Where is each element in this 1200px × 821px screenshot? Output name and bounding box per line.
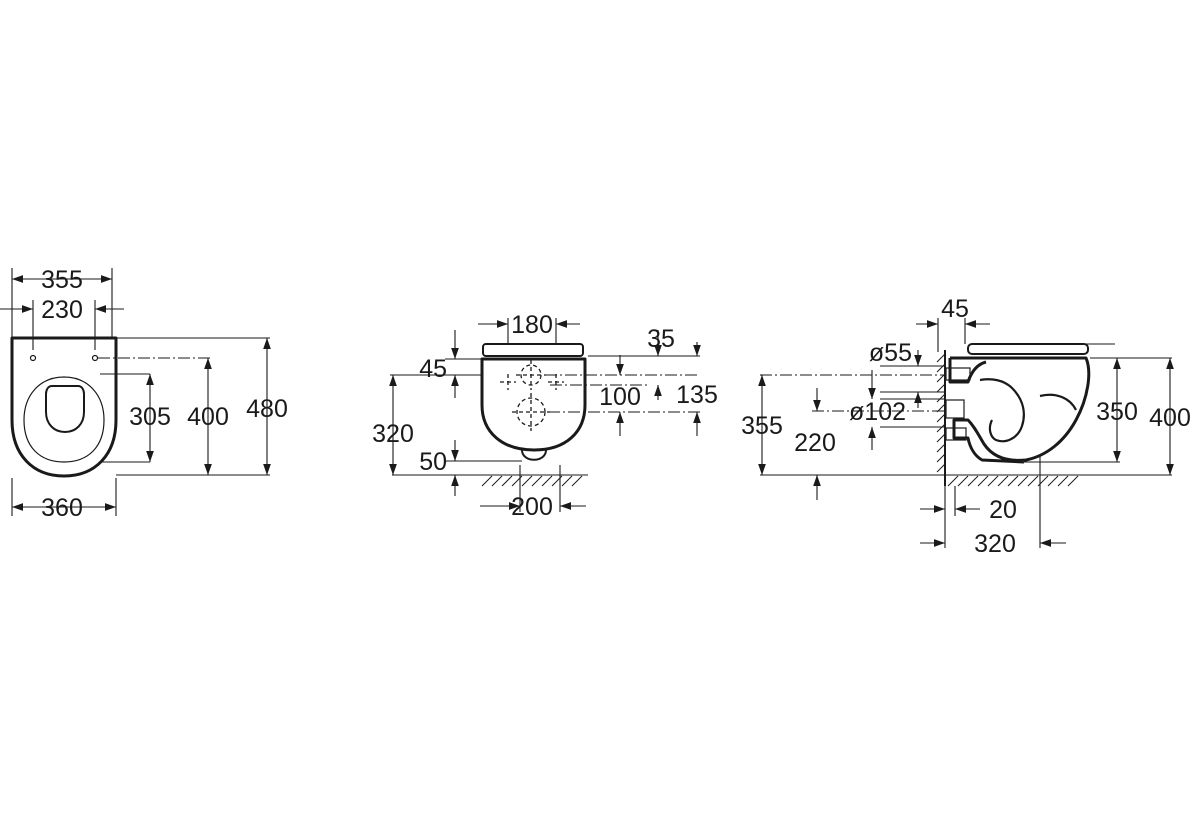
dim-front-135: 135 — [676, 381, 718, 409]
dim-side-400: 400 — [1149, 404, 1191, 432]
top-view-bowl-outline — [10, 336, 118, 478]
dim-front-180: 180 — [511, 311, 553, 339]
side-view-bowl-outline — [948, 356, 1091, 464]
fixing-hole-left — [29, 354, 37, 362]
front-view-outlet — [521, 449, 547, 461]
side-view-bracket — [945, 427, 967, 441]
dim-side-320: 320 — [974, 530, 1016, 558]
front-view-fixing-right — [548, 374, 564, 390]
front-view-bowl-outline — [480, 357, 587, 452]
top-view-bowl-opening — [45, 385, 85, 433]
top-view-inner-rim — [23, 376, 105, 463]
side-view-trap — [979, 378, 1077, 443]
dim-front-100: 100 — [599, 383, 641, 411]
dim-side-dia55: ø55 — [869, 339, 912, 367]
fixing-hole-right — [91, 354, 99, 362]
dim-top-width-355: 355 — [41, 266, 83, 294]
dim-side-45: 45 — [941, 295, 969, 323]
dim-side-355: 355 — [741, 412, 783, 440]
dim-side-350: 350 — [1096, 398, 1138, 426]
dim-front-320: 320 — [372, 420, 414, 448]
dim-side-dia102: ø102 — [849, 398, 906, 426]
dim-top-depth-480: 480 — [246, 395, 288, 423]
side-view: 45 ø55 ø102 355 220 350 400 20 320 — [741, 295, 1191, 558]
top-view: 355 230 360 305 400 480 — [0, 266, 288, 522]
dim-front-200: 200 — [511, 493, 553, 521]
dim-top-width-360: 360 — [41, 494, 83, 522]
front-view-waste-circle — [516, 397, 546, 427]
dim-front-50: 50 — [419, 448, 447, 476]
dim-front-35: 35 — [647, 325, 675, 353]
dim-side-20: 20 — [989, 496, 1017, 524]
dim-front-45: 45 — [419, 355, 447, 383]
side-view-seat — [967, 343, 1089, 355]
front-view-seat — [482, 343, 584, 357]
dim-top-holes-230: 230 — [41, 296, 83, 324]
dim-top-depth-400: 400 — [187, 403, 229, 431]
front-view: 180 200 35 45 100 135 320 50 — [372, 311, 718, 521]
dim-side-220: 220 — [794, 429, 836, 457]
front-view-fixing-left — [500, 374, 516, 390]
side-view-inlet-fitting — [945, 367, 971, 381]
side-view-waste-fitting — [945, 399, 965, 419]
dim-top-depth-305: 305 — [129, 403, 171, 431]
